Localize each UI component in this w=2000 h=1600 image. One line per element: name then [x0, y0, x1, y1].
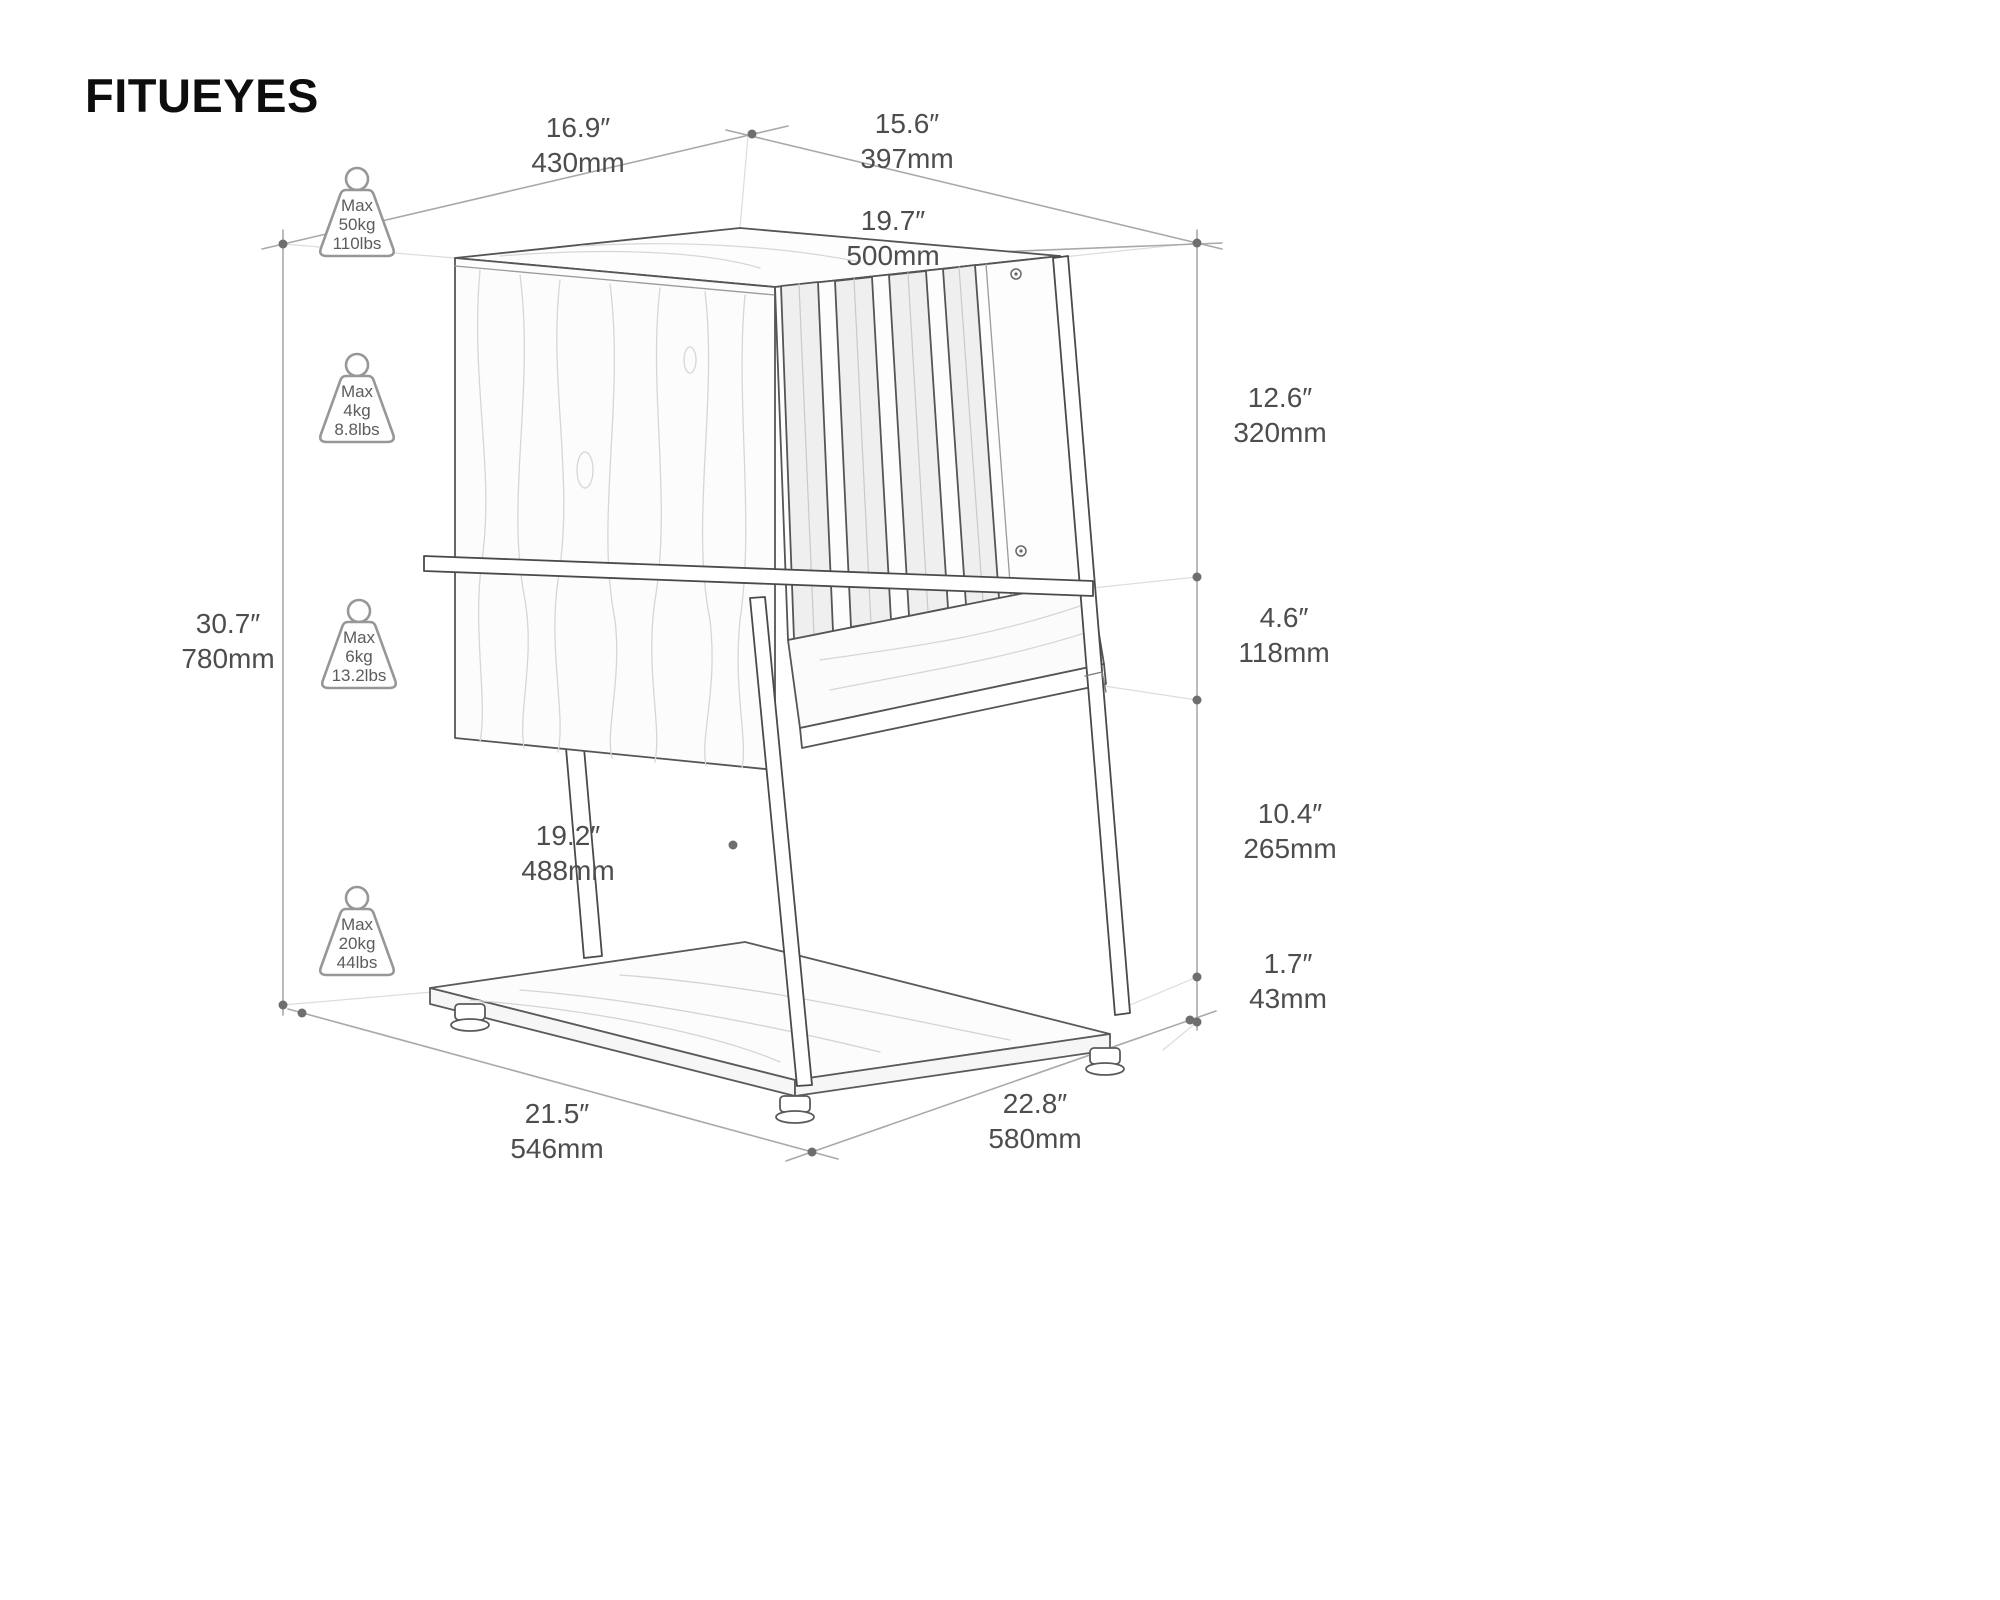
cabinet: [454, 227, 1107, 771]
front-leg: [749, 596, 813, 1087]
dim-inches: 10.4″: [1257, 798, 1323, 829]
adjustable-feet: [450, 1003, 1125, 1124]
weight-max-label: Max: [340, 915, 374, 934]
dim-top-diagonal: 19.7″ 500mm: [846, 203, 939, 273]
right-leg: [1052, 255, 1131, 1016]
dim-inches: 12.6″: [1247, 382, 1313, 413]
dim-inches: 19.2″: [535, 820, 601, 851]
dim-mm: 430mm: [531, 147, 625, 178]
weight-badge-top-surface: Max 50kg 110lbs: [311, 166, 403, 268]
dim-inches: 4.6″: [1259, 602, 1309, 633]
dim-mm: 546mm: [510, 1133, 604, 1164]
brand-logo: FITUEYES: [85, 69, 319, 122]
dim-mm: 488mm: [521, 855, 615, 886]
weight-lbs-value: 44lbs: [336, 953, 378, 972]
dim-inches: 22.8″: [1002, 1088, 1068, 1119]
dim-base-depth: 22.8″ 580mm: [988, 1086, 1081, 1156]
weight-badge-middle-shelf: Max 6kg 13.2lbs: [313, 598, 405, 700]
dim-overall-height: 30.7″ 780mm: [181, 606, 274, 676]
dim-lower-clearance-height: 10.4″ 265mm: [1243, 796, 1336, 866]
weight-max-label: Max: [340, 196, 374, 215]
weight-lbs-value: 13.2lbs: [331, 666, 387, 685]
dim-inches: 21.5″: [524, 1098, 590, 1129]
dim-inches: 15.6″: [874, 108, 940, 139]
dim-mm: 43mm: [1249, 983, 1327, 1014]
dim-column-height: 19.2″ 488mm: [521, 818, 614, 888]
weight-max-label: Max: [342, 628, 376, 647]
dim-mm: 397mm: [860, 143, 954, 174]
weight-badge-upper-shelf: Max 4kg 8.8lbs: [311, 352, 403, 454]
weight-lbs-value: 8.8lbs: [334, 420, 380, 439]
dim-base-width: 21.5″ 546mm: [510, 1096, 603, 1166]
dim-top-depth: 15.6″ 397mm: [860, 106, 953, 176]
dim-mm: 580mm: [988, 1123, 1082, 1154]
weight-badge-base: Max 20kg 44lbs: [311, 885, 403, 987]
front-rail: [423, 555, 1094, 597]
weight-icon: [318, 352, 396, 444]
dim-shelf-opening-height: 4.6″ 118mm: [1238, 600, 1329, 670]
dim-upper-section-height: 12.6″ 320mm: [1233, 380, 1326, 450]
dim-mm: 320mm: [1233, 417, 1327, 448]
weight-max-label: Max: [340, 382, 374, 401]
weight-icon: [320, 598, 398, 690]
dimension-dots: [278, 129, 1202, 1157]
dim-inches: 1.7″: [1263, 948, 1313, 979]
weight-kg-value: 6kg: [345, 647, 373, 666]
weight-kg-value: 4kg: [343, 401, 371, 420]
dim-mm: 780mm: [181, 643, 275, 674]
dim-mm: 118mm: [1238, 637, 1330, 668]
dim-mm: 500mm: [846, 240, 940, 271]
dim-inches: 16.9″: [545, 112, 611, 143]
dim-top-width: 16.9″ 430mm: [531, 110, 624, 180]
screws: [1010, 268, 1027, 557]
weight-kg-value: 50kg: [338, 215, 376, 234]
dim-mm: 265mm: [1243, 833, 1337, 864]
weight-icon: [318, 166, 396, 258]
weight-lbs-value: 110lbs: [332, 234, 382, 253]
base-platform: [429, 941, 1111, 1097]
weight-icon: [318, 885, 396, 977]
dim-inches: 19.7″: [860, 205, 926, 236]
dim-foot-height: 1.7″ 43mm: [1249, 946, 1327, 1016]
dim-inches: 30.7″: [195, 608, 261, 639]
weight-kg-value: 20kg: [338, 934, 376, 953]
